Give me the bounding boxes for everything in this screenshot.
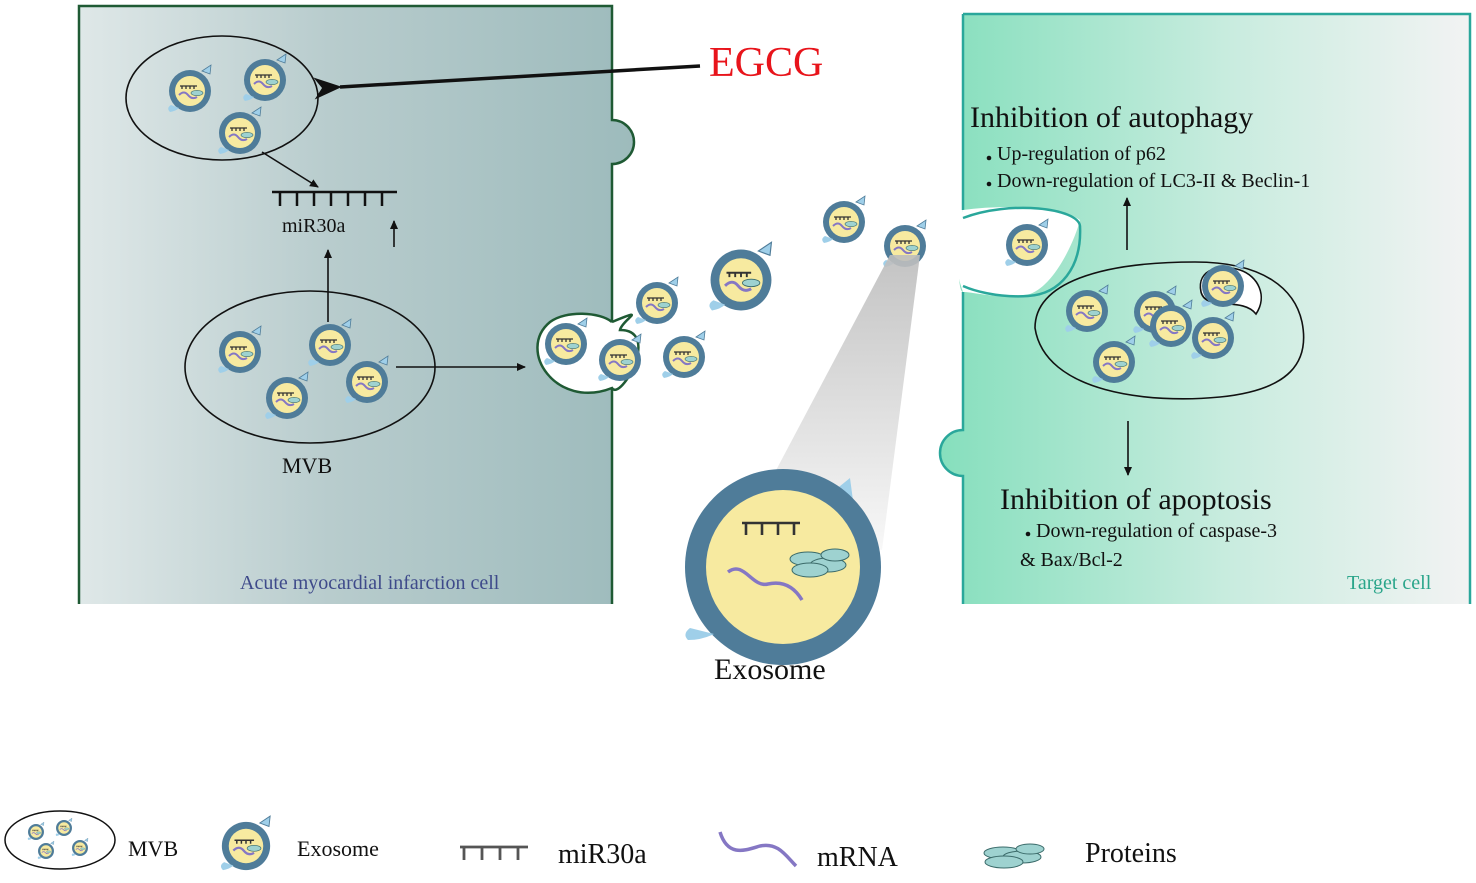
apoptosis-point: Down-regulation of caspase-3 xyxy=(1036,520,1277,542)
exosome xyxy=(634,276,679,325)
exosome-enlarged xyxy=(685,469,881,665)
autophagy-point: Down-regulation of LC3-II & Beclin-1 xyxy=(997,170,1310,192)
arrow-mvb-to-mirna xyxy=(261,151,319,188)
egcg-label: EGCG xyxy=(709,40,823,86)
exosome xyxy=(707,240,773,312)
left-cell-caption: Acute myocardial infarction cell xyxy=(240,572,500,594)
apoptosis-point: & Bax/Bcl-2 xyxy=(1020,549,1123,571)
left-cell-body xyxy=(79,6,634,604)
mvb-label: MVB xyxy=(282,453,332,478)
exosome-icon xyxy=(219,814,272,872)
right-cell-membrane xyxy=(938,12,1472,604)
exosome xyxy=(821,195,866,244)
legend-label: miR30a xyxy=(558,839,647,870)
right-cell-caption: Target cell xyxy=(1347,572,1432,594)
apoptosis-title: Inhibition of apoptosis xyxy=(1000,483,1272,516)
right-cell: Inhibition of autophagy Up-regulation of… xyxy=(938,12,1472,604)
legend-label: MVB xyxy=(128,836,178,861)
right-cell-body xyxy=(940,14,1470,604)
mvb-icon xyxy=(4,810,116,870)
mrna-strand xyxy=(726,567,804,601)
protein-cluster xyxy=(789,548,850,578)
legend-label: mRNA xyxy=(817,842,899,873)
mirna-symbol xyxy=(272,190,397,206)
left-cell: miR30a MVB Acute myocardial infarction c… xyxy=(77,4,640,604)
left-cell-membrane xyxy=(77,4,636,604)
exosome xyxy=(661,330,706,379)
autophagy-point: Up-regulation of p62 xyxy=(997,143,1166,165)
mirna-icon xyxy=(460,845,528,860)
egcg-arrow xyxy=(313,64,701,100)
legend-label: Proteins xyxy=(1085,838,1177,869)
legend-label: Exosome xyxy=(297,836,379,861)
mrna-icon xyxy=(718,831,798,868)
autophagy-title: Inhibition of autophagy xyxy=(970,101,1253,134)
legend: MVB Exosome miR30a mRNA Proteins xyxy=(4,810,1177,873)
protein-icon xyxy=(983,843,1045,869)
exosome-label: Exosome xyxy=(714,653,826,686)
target-mvb xyxy=(1034,261,1305,400)
mirna-label: miR30a xyxy=(282,215,345,237)
